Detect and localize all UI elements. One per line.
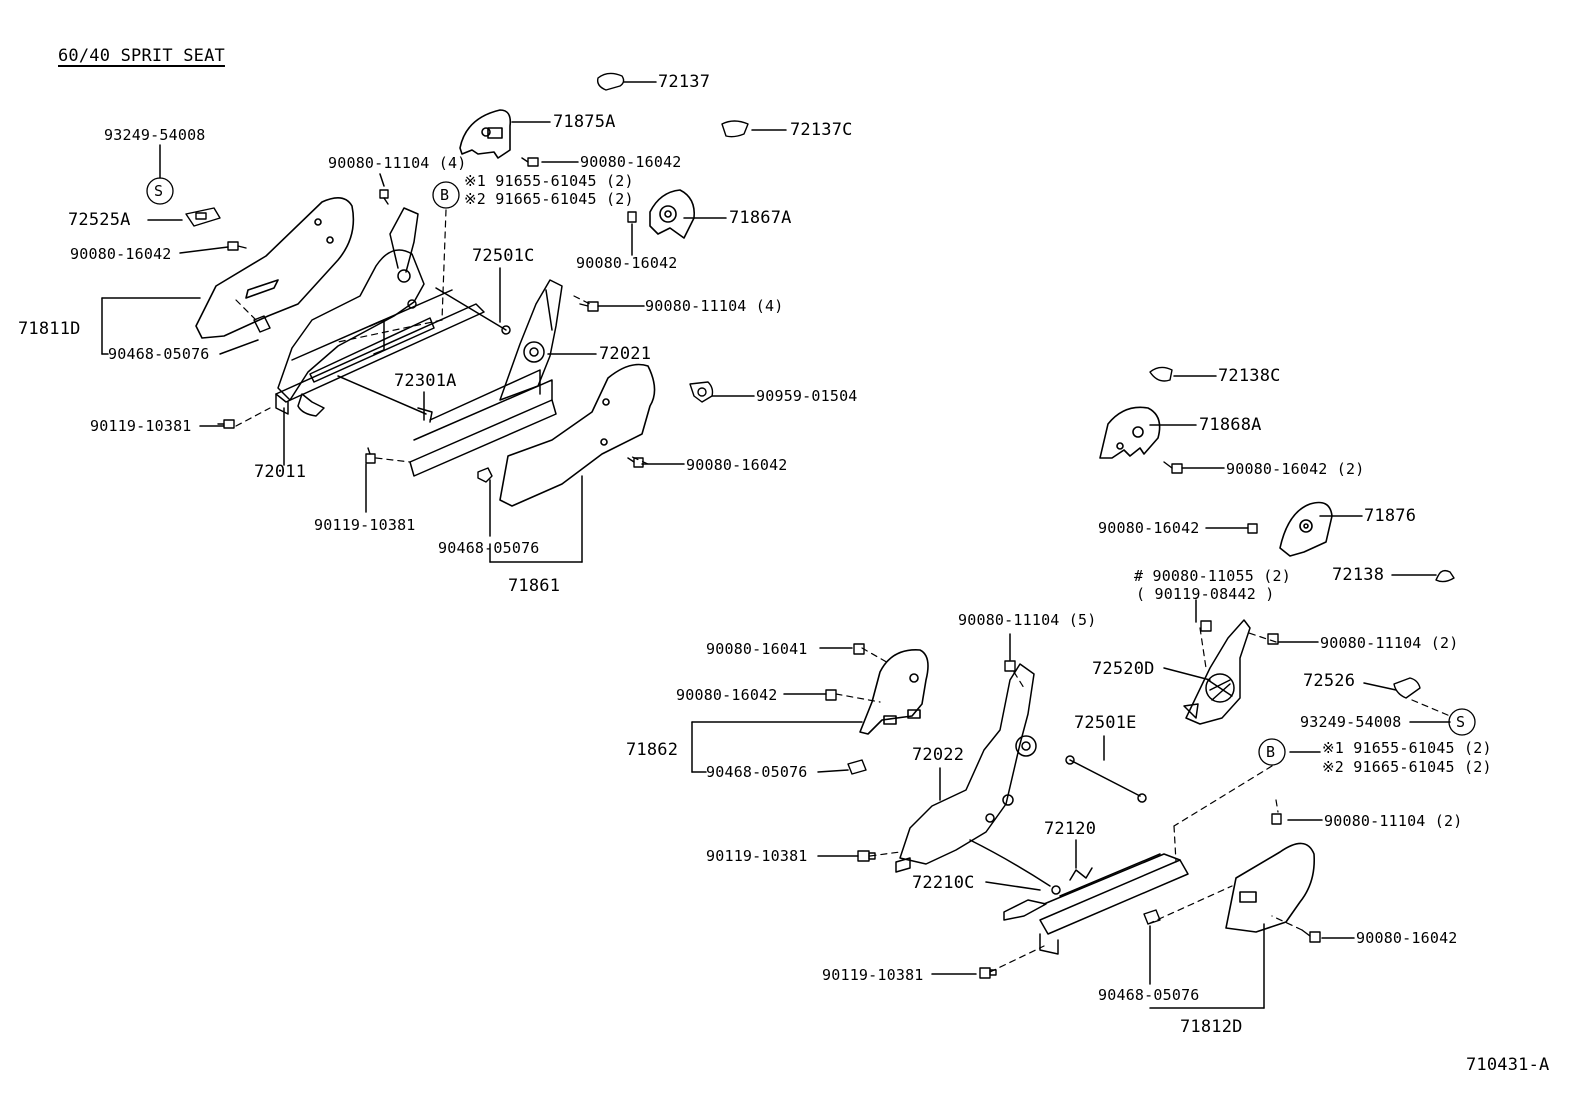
part-label-72520D: 72520D: [1092, 659, 1155, 679]
part-label-71861: 71861: [508, 576, 561, 596]
part-label-93249-54008-bottom: 93249-54008: [1300, 713, 1402, 731]
part-label-72501C: 72501C: [472, 246, 535, 266]
part-label-72526: 72526: [1303, 671, 1356, 691]
left-seat-track-assembly: [275, 207, 563, 477]
part-label-72210C: 72210C: [912, 873, 975, 893]
part-label-90119-10381-a: 90119-10381: [90, 417, 192, 435]
part-label-72022: 72022: [912, 745, 965, 765]
part-label-72011: 72011: [254, 462, 307, 482]
part-label-90080-11055: # 90080-11055 (2): [1134, 567, 1291, 585]
part-label-93249-54008-top: 93249-54008: [104, 126, 206, 144]
diagram-title: 60/40 SPRIT SEAT: [58, 46, 225, 66]
fastener-icons: [217, 157, 1321, 979]
marker-b-bottom: B: [1266, 743, 1276, 761]
part-label-90080-16042-g: 90080-16042: [1356, 929, 1458, 947]
part-label-90080-16042-e: 90080-16042: [1098, 519, 1200, 537]
cover-parts: [195, 109, 1333, 933]
part-label-90468-05076-a: 90468-05076: [108, 345, 210, 363]
part-label-71868A: 71868A: [1199, 415, 1262, 435]
part-label-90119-10381-b: 90119-10381: [314, 516, 416, 534]
part-label-90119-08442: ( 90119-08442 ): [1136, 585, 1275, 603]
part-label-72137: 72137: [658, 72, 711, 92]
marker-s-bottom: S: [1456, 713, 1466, 731]
part-label-72301A: 72301A: [394, 371, 457, 391]
part-label-90959-01504: 90959-01504: [756, 387, 858, 405]
part-label-72501E: 72501E: [1074, 713, 1137, 733]
part-label-90080-11104-2-a: 90080-11104 (2): [1320, 634, 1459, 652]
part-label-71875A: 71875A: [553, 112, 616, 132]
part-label-90080-16042-a: 90080-16042: [70, 245, 172, 263]
part-label-90080-16042-d: 90080-16042: [686, 456, 788, 474]
marker-b-top: B: [440, 186, 450, 204]
part-label-90080-16042-c: 90080-16042: [576, 254, 678, 272]
marker-s-top: S: [154, 182, 164, 200]
part-label-90080-11104-2-b: 90080-11104 (2): [1324, 812, 1463, 830]
part-label-90080-11104-5: 90080-11104 (5): [958, 611, 1097, 629]
part-label-90468-05076-b: 90468-05076: [438, 539, 540, 557]
part-label-90468-05076-c: 90468-05076: [706, 763, 808, 781]
part-label-72021: 72021: [599, 344, 652, 364]
part-label-90080-11104-4-a: 90080-11104 (4): [328, 154, 467, 172]
part-label-71862: 71862: [626, 740, 679, 760]
part-label-71867A: 71867A: [729, 208, 792, 228]
leader-lines: [101, 81, 1451, 1009]
part-label-72525A: 72525A: [68, 210, 131, 230]
clip-icons: [185, 72, 1455, 925]
part-label-90119-10381-d: 90119-10381: [822, 966, 924, 984]
part-label-b1-top: ※1 91655-61045 (2): [464, 172, 634, 190]
part-label-90080-16041: 90080-16041: [706, 640, 808, 658]
part-label-90119-10381-c: 90119-10381: [706, 847, 808, 865]
part-label-72138C: 72138C: [1218, 366, 1281, 386]
part-label-71876: 71876: [1364, 506, 1417, 526]
part-label-90468-05076-d: 90468-05076: [1098, 986, 1200, 1004]
part-label-b1-bottom: ※1 91655-61045 (2): [1322, 739, 1492, 757]
part-label-72137C: 72137C: [790, 120, 853, 140]
part-label-90080-16042-2-a: 90080-16042 (2): [1226, 460, 1365, 478]
part-label-b2-bottom: ※2 91665-61045 (2): [1322, 758, 1492, 776]
part-label-b2-top: ※2 91665-61045 (2): [464, 190, 634, 208]
right-seat-track-assembly: [895, 619, 1251, 955]
part-label-90080-16042-b: 90080-16042: [580, 153, 682, 171]
diagram-id: 710431-A: [1466, 1055, 1550, 1075]
marker-circles: [146, 177, 1476, 766]
part-label-72120: 72120: [1044, 819, 1097, 839]
part-label-72138: 72138: [1332, 565, 1385, 585]
part-label-71812D: 71812D: [1180, 1017, 1243, 1037]
part-label-90080-11104-4-b: 90080-11104 (4): [645, 297, 784, 315]
part-label-90080-16042-f: 90080-16042: [676, 686, 778, 704]
part-label-71811D: 71811D: [18, 319, 81, 339]
